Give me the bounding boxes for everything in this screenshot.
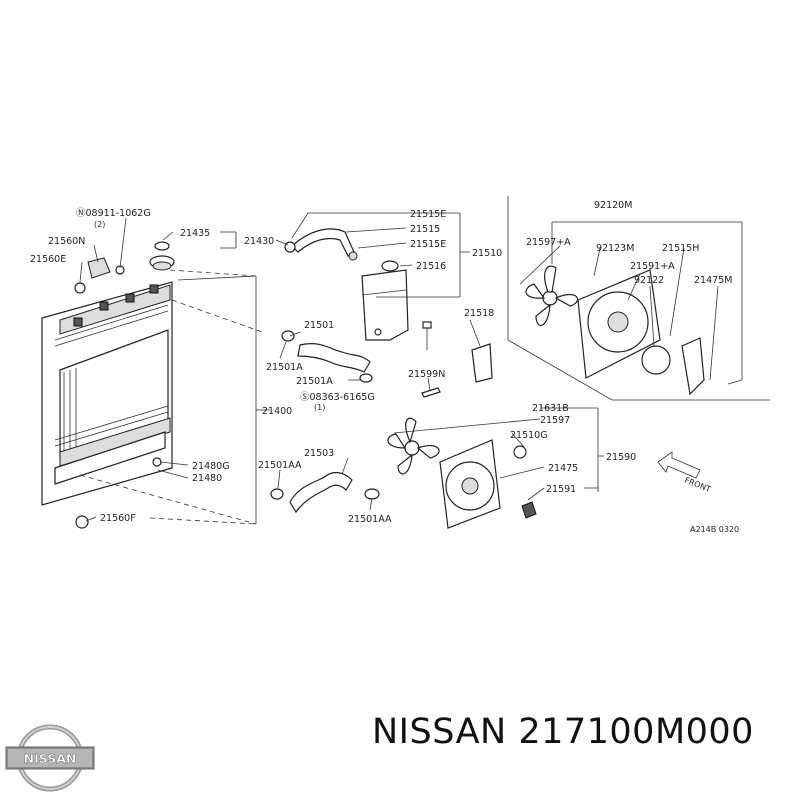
callout-label: 21400 xyxy=(262,406,292,417)
callout-label: 21480G xyxy=(192,461,230,472)
callout-label: 21597 xyxy=(540,415,570,426)
callout-label: 21515E xyxy=(410,209,446,220)
callout-label: 21591 xyxy=(546,484,576,495)
callout-label: 21475M xyxy=(694,275,732,286)
callout-label: (1) xyxy=(314,403,325,412)
callout-label: 92120M xyxy=(594,200,632,211)
upper-hose-21501 xyxy=(281,330,373,383)
callout-label: 21430 xyxy=(244,236,274,247)
callout-label: 21475 xyxy=(548,463,578,474)
callout-label: 92123M xyxy=(596,243,634,254)
callout-label: 21597+A xyxy=(526,237,571,248)
callout-label: 21591+A xyxy=(630,261,675,272)
callout-label: 21631B xyxy=(532,403,569,414)
callout-label: 21518 xyxy=(464,308,494,319)
callout-label: 21510 xyxy=(472,248,502,259)
part-number-title: NISSAN 217100M000 xyxy=(372,712,754,752)
callout-label: 21480 xyxy=(192,473,222,484)
bracket-21518 xyxy=(421,321,493,398)
callout-label: 21501 xyxy=(304,320,334,331)
fan-shroud-lower xyxy=(439,439,537,529)
callout-label: 21515H xyxy=(662,243,699,254)
logo-text: NISSAN xyxy=(24,751,77,766)
callout-label: 21510G xyxy=(510,430,548,441)
leader-lines xyxy=(79,212,743,525)
callout-label: 21560F xyxy=(100,513,136,524)
front-label: FRONT xyxy=(683,476,712,495)
callout-label: Ⓝ08911-1062G xyxy=(76,208,151,219)
callout-label: 21516 xyxy=(416,261,446,272)
callout-label: Ⓢ08363-6165G xyxy=(300,392,375,403)
upper-hose-small xyxy=(284,228,358,261)
mount-bracket xyxy=(74,257,162,529)
radiator xyxy=(41,281,173,506)
radiator-cap xyxy=(149,241,175,271)
callout-label: 21501A xyxy=(296,376,333,387)
callout-label: 21515 xyxy=(410,224,440,235)
diagram-code: A214B 0320 xyxy=(690,525,739,534)
callout-label: 21501AA xyxy=(348,514,392,525)
callout-label: 21599N xyxy=(408,369,445,380)
fan-inset-frame xyxy=(507,196,770,401)
fan-shroud-upper xyxy=(577,269,705,396)
callout-label: 21560E xyxy=(30,254,66,265)
callout-label: (2) xyxy=(94,220,105,229)
callout-label: 21501A xyxy=(266,362,303,373)
callout-label: 21590 xyxy=(606,452,636,463)
callout-labels: Ⓝ08911-1062G (2) 21435 21430 21560N 2156… xyxy=(30,200,739,534)
nissan-logo: NISSAN xyxy=(5,724,95,792)
front-arrow xyxy=(657,451,701,479)
fan-blade-lower xyxy=(387,417,440,475)
callout-label: 21560N xyxy=(48,236,85,247)
fan-blade-upper xyxy=(525,265,579,326)
reservoir-tank xyxy=(361,260,409,341)
callout-label: 21435 xyxy=(180,228,210,239)
callout-label: 21503 xyxy=(304,448,334,459)
callout-label: 21515E xyxy=(410,239,446,250)
callout-label: 92122 xyxy=(634,275,664,286)
callout-label: 21501AA xyxy=(258,460,302,471)
lower-hose-21503 xyxy=(270,471,380,514)
